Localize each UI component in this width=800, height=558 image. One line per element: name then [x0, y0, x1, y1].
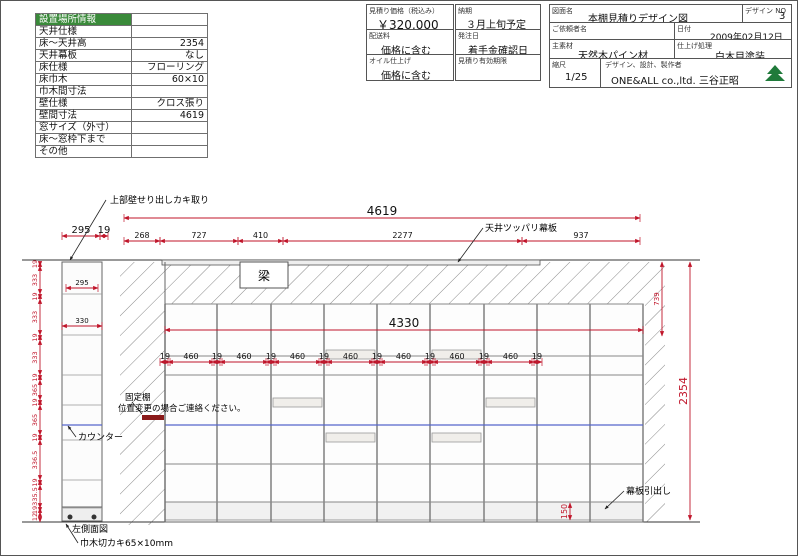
fixed-shelf-leader [131, 401, 143, 415]
ceiling-trim-board [161, 259, 541, 266]
adjustable-shelf [325, 432, 376, 443]
left-vertical-dim-label: 19 [31, 478, 39, 486]
shelf-row-dim-label: 460 [449, 352, 464, 361]
company-cell: デザイン、設計、製作者 ONE&ALL co.,ltd. 三谷正昭 [600, 58, 792, 88]
design-no-cell: デザイン NO 3 [742, 4, 792, 23]
plinth-drawer [164, 501, 644, 521]
company-logo-icon [765, 65, 785, 81]
skirting-drawer-label: 幕板引出し [626, 485, 671, 497]
table-row: 床仕様フローリング [35, 61, 208, 74]
beam-depth-dim-label: 739 [653, 292, 661, 305]
right-height-dim-label: 2354 [677, 377, 690, 405]
left-vertical-dim-label: 12 [31, 513, 39, 521]
left-vertical-dim-label: 333 [31, 351, 39, 363]
left-vertical-dim-label: 365 [31, 414, 39, 426]
shelf-row-dim-label: 460 [503, 352, 518, 361]
price-value: ￥320,000 [377, 18, 439, 32]
shelf-row-dim-label: 460 [236, 352, 251, 361]
left-vertical-dim-label: 365 [31, 384, 39, 396]
table-row: 巾木間寸法 [35, 85, 208, 98]
table-row: その他 [35, 145, 208, 158]
material-cell: 主素材 天然木パイン材 [549, 39, 675, 62]
shelf-row-dim-label: 19 [319, 352, 329, 361]
top-row-dim-label: 937 [573, 231, 588, 240]
shelf-row-dim-label: 460 [343, 352, 358, 361]
left-vertical-dim-label: 19 [31, 506, 39, 514]
bookshelf-front-view [164, 262, 644, 523]
shelf-row-dim-label: 460 [290, 352, 305, 361]
left-side-view-label: 左側面図 [72, 523, 108, 535]
shelf-row-dim-label: 19 [479, 352, 489, 361]
left-side-view [61, 261, 103, 522]
fixed-shelf-note-2: 位置変更の場合ご連絡ください。 [118, 403, 246, 414]
top-row-dim-label: 2277 [392, 231, 412, 240]
left-vertical-dim-label: 336.5 [31, 451, 39, 470]
left-vertical-dim-label: 19 [31, 433, 39, 441]
side-top-dim-label: 19 [98, 225, 111, 236]
scale-cell: 縮尺 1/25 [549, 58, 601, 88]
fixed-shelf-marker [142, 415, 164, 420]
adjustable-shelf [272, 397, 323, 408]
top-note: 上部壁せり出しカキ取り [110, 194, 209, 206]
drawing-name: 本棚見積りデザイン図 [588, 14, 688, 25]
dimension-lines: 4619 268 727 410 2277 937 4330 19 460 19 460 19 460 1… [31, 204, 693, 523]
shelf-row-dim-label: 19 [212, 352, 222, 361]
delivery-cell: 納期 ３月上旬予定 [455, 4, 541, 31]
adjustable-shelf [431, 349, 482, 360]
baseboard-note: 巾木切カキ65×10mm [80, 537, 173, 549]
left-vertical-dim-label: 19 [31, 398, 39, 406]
top-row-dim-label: 410 [253, 231, 268, 240]
side-top-dim-label: 295 [71, 225, 90, 236]
overall-width-dim-label: 4619 [367, 204, 398, 218]
left-vertical-dim-label: 333 [31, 274, 39, 286]
svg-text:梁: 梁 [258, 268, 270, 283]
side-width-dim-label: 295 [75, 279, 88, 287]
oil-cell: オイル仕上げ 価格に含む [366, 54, 454, 82]
shelf-row-dim-label: 19 [160, 352, 170, 361]
top-row-dim-label: 268 [134, 231, 149, 240]
table-row: 窓サイズ（外寸） [35, 121, 208, 134]
fixed-shelf-note: 固定棚 [125, 392, 151, 403]
shelf-row-dim-label: 19 [425, 352, 435, 361]
shelf-row-dim-label: 19 [266, 352, 276, 361]
counter-label: カウンター [78, 432, 123, 443]
shelf-row-dim-label: 460 [183, 352, 198, 361]
adjustable-shelf [485, 397, 536, 408]
site-info-header: 設置場所情報 [35, 13, 132, 26]
adjustable-shelf [325, 349, 376, 360]
side-width-dim-label: 330 [75, 317, 88, 325]
company-name: ONE&ALL co.,ltd. 三谷正昭 [611, 76, 739, 87]
shelf-row-dim-label: 19 [372, 352, 382, 361]
left-vertical-dim-label: 19 [31, 292, 39, 300]
shelf-row-dim-label: 460 [396, 352, 411, 361]
ceiling-note: 天井ツッパリ幕板 [485, 222, 557, 234]
left-vertical-dim-label: 19 [31, 373, 39, 381]
beam: 梁 [239, 261, 289, 289]
shelf-outline [164, 303, 644, 523]
validity-cell: 見積り有効期限 [455, 54, 541, 81]
order-cell: 発注日 着手金確認日 [455, 29, 541, 57]
plinth-dim-label: 150 [560, 504, 569, 519]
annotations: 上部壁せり出しカキ取り 天井ツッパリ幕板 固定棚 位置変更の場合ご連絡ください。… [65, 194, 671, 549]
shelf-row-dim-label: 19 [532, 352, 542, 361]
inner-width-dim-label: 4330 [389, 316, 420, 330]
left-vertical-dim-label: 333 [31, 311, 39, 323]
top-row-dim-label: 727 [191, 231, 206, 240]
left-vertical-dim-label: 19 [31, 260, 39, 268]
left-vertical-dim-label: 335.5 [31, 487, 39, 506]
price-cell: 見積り価格（税込み） ￥320,000 [366, 4, 454, 32]
adjustable-shelf [431, 432, 482, 443]
left-vertical-dim-label: 19 [31, 333, 39, 341]
